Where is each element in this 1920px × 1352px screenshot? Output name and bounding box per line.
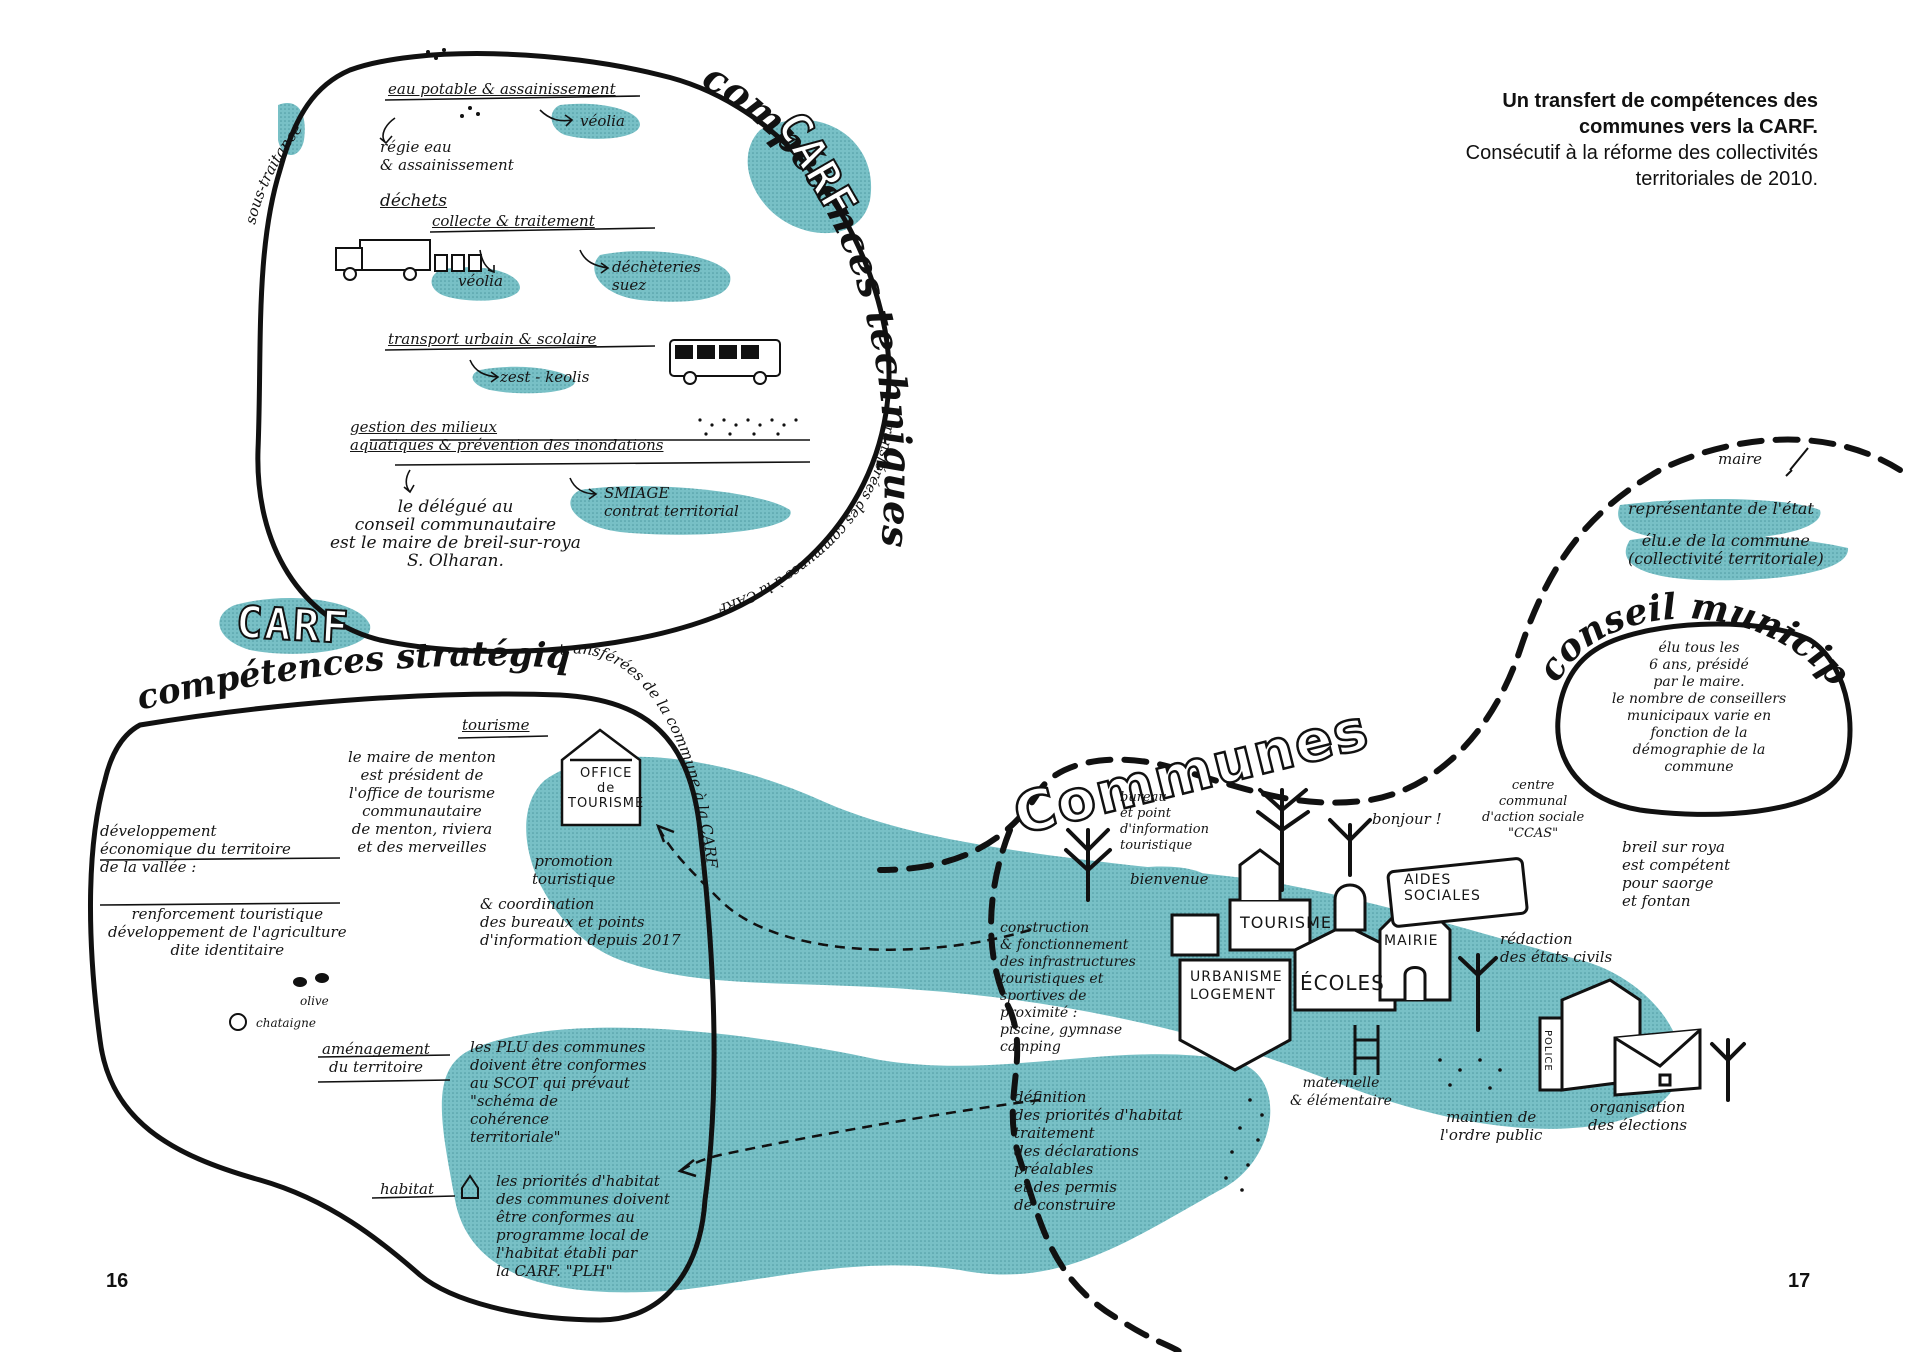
caption-title: Un transfert de compétences des communes… [1398, 88, 1818, 140]
maire-label: maire [1718, 450, 1762, 468]
elections-note: organisation des élections [1588, 1098, 1687, 1134]
waste-veolia: véolia [458, 272, 503, 290]
ordre-public-note: maintien de l'ordre public [1440, 1108, 1542, 1144]
office-tourisme-sign: OFFICE de TOURISME [568, 766, 644, 811]
sign-ecoles: ÉCOLES [1300, 974, 1385, 992]
pen-icon [1786, 448, 1808, 476]
sign-police: POLICE [1538, 1030, 1556, 1072]
sign-tourisme: TOURISME [1240, 914, 1332, 932]
amenagement-title: aménagement du territoire [322, 1040, 430, 1076]
bonjour-bubble: bonjour ! [1372, 810, 1442, 828]
page-number-left: 16 [106, 1270, 128, 1293]
water-regie: régie eau & assainissement [380, 138, 514, 174]
construction-note: construction & fonctionnement des infras… [1000, 920, 1136, 1056]
page-number-right: 17 [1788, 1270, 1810, 1293]
promo-touristique: promotion touristique [532, 852, 615, 888]
sign-urbanisme-logement: URBANISME LOGEMENT [1190, 968, 1283, 1004]
waste-title: déchets [380, 192, 447, 210]
habitat-label: habitat [380, 1180, 434, 1198]
etat-civil-note: rédaction des états civils [1500, 930, 1612, 966]
plh-note: les priorités d'habitat des communes doi… [496, 1172, 670, 1280]
transport-operator: zest - keolis [500, 368, 589, 386]
transport-label: transport urbain & scolaire [388, 330, 597, 348]
bureau-info-note: bureau et point d'information touristiqu… [1120, 790, 1209, 854]
figure-caption: Un transfert de compétences des communes… [1398, 88, 1818, 192]
coordination-note: & coordination des bureaux et points d'i… [480, 895, 681, 949]
dev-title: développement économique du territoire d… [100, 822, 291, 876]
chestnut-icon [230, 1014, 246, 1030]
caption-subtitle: Consécutif à la réforme des collectivité… [1466, 142, 1818, 190]
maternelle-note: maternelle & élémentaire [1290, 1074, 1392, 1110]
dev-body: renforcement touristique développement d… [108, 905, 347, 959]
aquatic-label: gestion des milieux aquatiques & prévent… [350, 418, 664, 454]
tourism-title: tourisme [462, 716, 530, 734]
water-label: eau potable & assainissement [388, 80, 616, 98]
olive-icon [293, 973, 329, 987]
bus-icon [670, 340, 780, 384]
sous-traitance-arc: sous-traitance [241, 120, 306, 226]
carf-badge-strategic: CARF [235, 597, 351, 654]
smiage-label: SMIAGE contrat territorial [604, 484, 739, 520]
sign-aides-sociales: AIDES SOCIALES [1404, 872, 1481, 904]
waste-sub: collecte & traitement [432, 212, 595, 230]
habitat-definition-note: définition des priorités d'habitat trait… [1014, 1088, 1183, 1214]
delegate-note: le délégué au conseil communautaire est … [330, 498, 581, 570]
ccas-competence: breil sur roya est compétent pour saorge… [1622, 838, 1730, 910]
plu-note: les PLU des communes doivent être confor… [470, 1038, 647, 1146]
council-role-state: représentante de l'état [1628, 500, 1814, 518]
ccas-note: centre communal d'action sociale "CCAS" [1482, 778, 1584, 842]
olive-label: olive [300, 992, 329, 1010]
water-veolia: véolia [580, 112, 625, 130]
chataigne-label: chataigne [256, 1014, 316, 1032]
council-role-elected: élu.e de la commune (collectivité territ… [1628, 532, 1824, 568]
flood-dots-icon [698, 418, 797, 435]
bienvenue-sign: bienvenue [1130, 870, 1209, 888]
menton-note: le maire de menton est président de l'of… [348, 748, 496, 856]
sign-mairie: MAIRIE [1384, 932, 1439, 950]
waste-dechetteries: déchèteries suez [612, 258, 701, 294]
council-description: élu tous les 6 ans, présidé par le maire… [1574, 640, 1824, 776]
